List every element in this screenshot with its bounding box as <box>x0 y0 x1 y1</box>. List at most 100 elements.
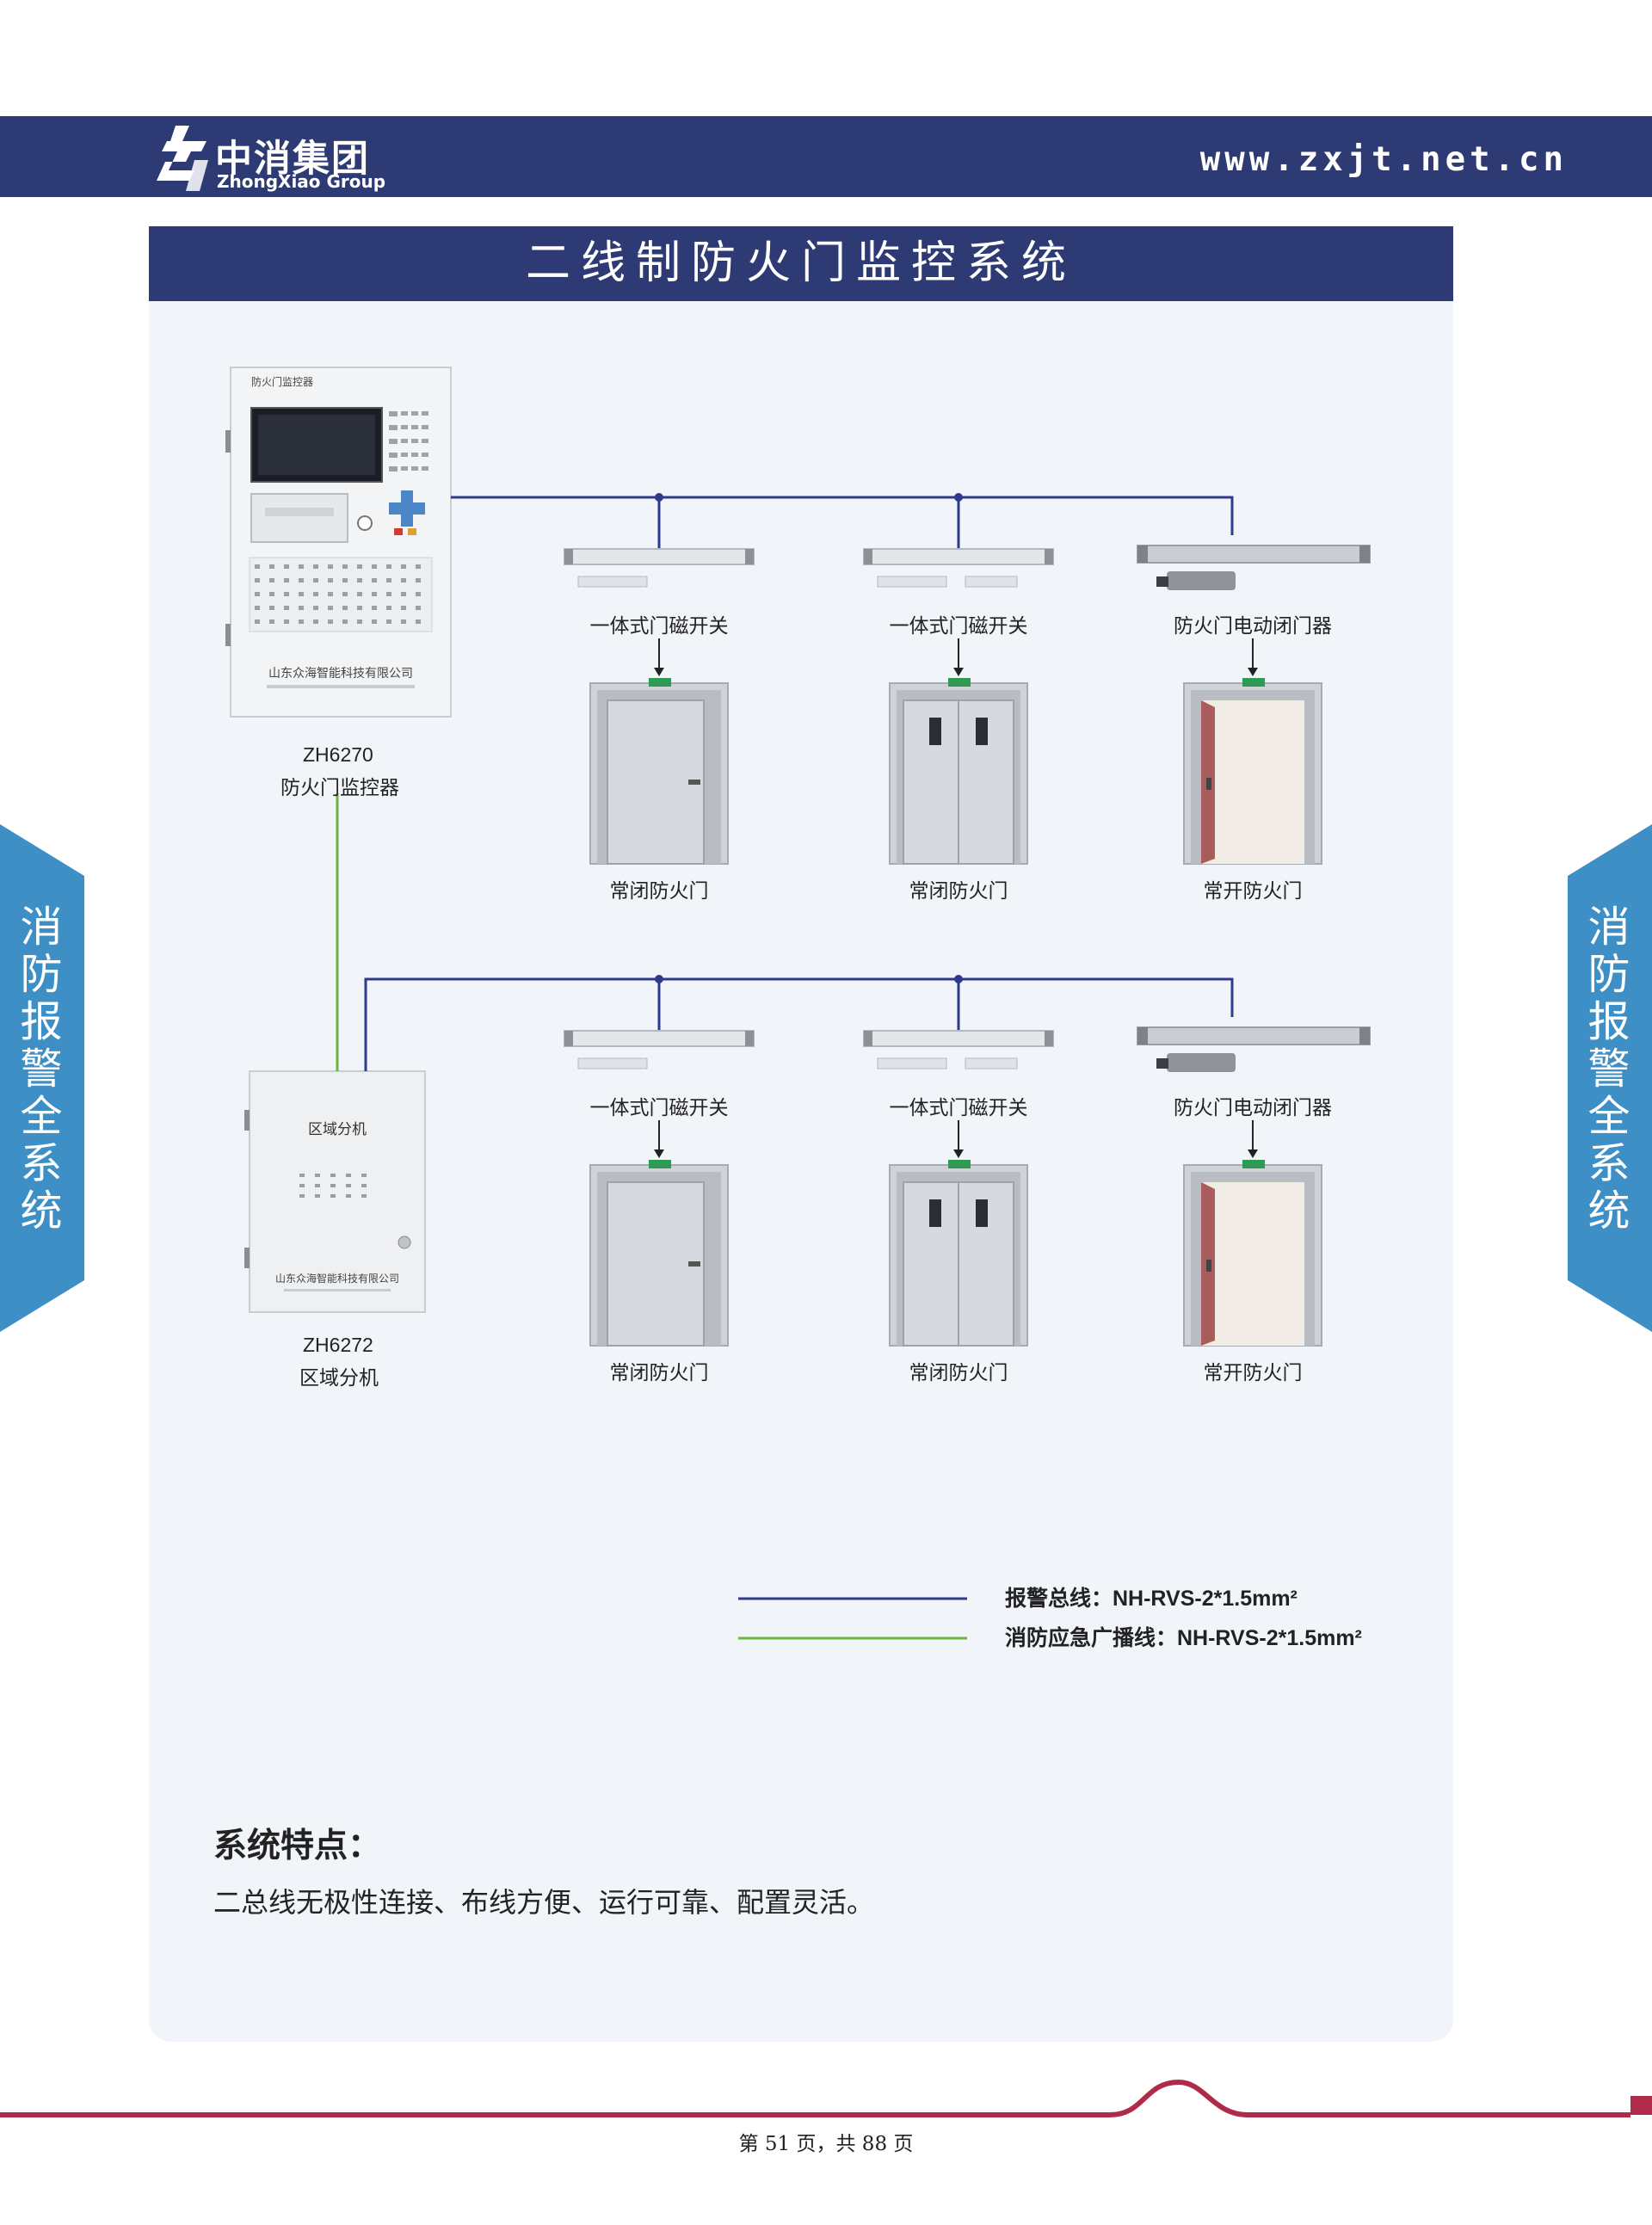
indicator-led <box>372 606 377 610</box>
device-label: 防火门电动闭门器 <box>1174 1096 1332 1119</box>
fire-door-single-closed <box>589 678 729 865</box>
fire-door-open <box>1183 1160 1322 1347</box>
indicator-led <box>372 592 377 596</box>
indicator-led <box>416 606 421 610</box>
indicator-led <box>284 578 289 582</box>
page-number: 第 51 页，共 88 页 <box>738 2133 914 2155</box>
indicator-led <box>386 592 391 596</box>
indicator-led <box>269 619 274 624</box>
controller-dpad <box>389 490 425 527</box>
features-heading: 系统特点： <box>213 1827 382 1865</box>
indicator-led <box>357 619 362 624</box>
door-closer-body <box>1167 571 1236 590</box>
sub-unit-name: 区域分机 <box>299 1366 379 1389</box>
door-label: 常闭防火门 <box>609 1361 709 1384</box>
indicator-led <box>328 564 333 569</box>
indicator-led <box>255 619 260 624</box>
indicator-led <box>401 564 406 569</box>
indicator-led <box>255 606 260 610</box>
exit-sign-icon <box>948 678 971 687</box>
indicator-led <box>299 606 304 610</box>
arrow-head <box>953 1149 964 1158</box>
indicator-led <box>284 564 289 569</box>
side-tab-right-text: 消防报警全系统 <box>1587 903 1630 1236</box>
indicator-led <box>299 592 304 596</box>
indicator-led <box>386 578 391 582</box>
indicator-led <box>342 578 348 582</box>
magnetic-switch-bar <box>863 548 1054 565</box>
indicator-led <box>299 619 304 624</box>
sub-unit-company: 山东众海智能科技有限公司 <box>275 1272 399 1285</box>
device-label: 一体式门磁开关 <box>889 614 1028 637</box>
side-tab-left <box>0 824 84 1332</box>
website-url[interactable]: www.zxjt.net.cn <box>1199 140 1568 179</box>
indicator-led <box>416 592 421 596</box>
device-label: 一体式门磁开关 <box>889 1096 1028 1119</box>
fire-door-double-closed <box>889 1160 1028 1347</box>
indicator-led <box>386 619 391 624</box>
sensor-block <box>965 1057 1018 1069</box>
device-group <box>564 548 755 865</box>
indicator-led <box>284 619 289 624</box>
indicator-led <box>416 564 421 569</box>
diagram-title: 二线制防火门监控系统 <box>525 237 1076 289</box>
exit-sign-icon <box>1242 678 1265 687</box>
sub-unit-lock <box>398 1236 411 1249</box>
sensor-block <box>877 576 947 588</box>
indicator-led <box>269 606 274 610</box>
indicator-led <box>299 578 304 582</box>
logo-icon <box>157 126 208 191</box>
indicator-led <box>342 592 348 596</box>
footer-wave <box>0 2079 1630 2117</box>
device-label: 防火门电动闭门器 <box>1174 614 1332 637</box>
indicator-led <box>328 619 333 624</box>
controller-printer <box>250 493 348 543</box>
logo-text: 中消集团 <box>215 138 370 181</box>
indicator-led <box>357 564 362 569</box>
device-group <box>1137 1026 1371 1347</box>
indicator-led <box>313 564 318 569</box>
indicator-led <box>386 564 391 569</box>
indicator-led <box>328 606 333 610</box>
fire-door-open <box>1183 678 1322 865</box>
controller-company: 山东众海智能科技有限公司 <box>268 666 413 680</box>
indicator-led <box>357 606 362 610</box>
indicator-led <box>416 619 421 624</box>
door-label: 常闭防火门 <box>609 879 709 902</box>
door-label: 常闭防火门 <box>909 1361 1008 1384</box>
device-group <box>564 1030 755 1347</box>
legend-alarm-bus: 报警总线：NH-RVS-2*1.5mm² <box>1005 1587 1298 1611</box>
exit-sign-icon <box>649 678 671 687</box>
magnetic-switch-bar <box>564 1030 755 1047</box>
controller-device: 防火门监控器 山东众海智能科技 <box>225 367 452 718</box>
features-text: 二总线无极性连接、布线方便、运行可靠、配置灵活。 <box>213 1886 875 1919</box>
indicator-led <box>357 578 362 582</box>
sensor-block <box>877 1057 947 1069</box>
device-label: 一体式门磁开关 <box>589 1096 729 1119</box>
indicator-led <box>313 606 318 610</box>
arrow-head <box>953 668 964 676</box>
exit-sign-icon <box>1242 1160 1265 1168</box>
door-label: 常闭防火门 <box>909 879 1008 902</box>
magnetic-switch-bar <box>564 548 755 565</box>
door-closer-rail <box>1137 545 1371 564</box>
indicator-led <box>416 578 421 582</box>
fire-door-double-closed <box>889 678 1028 865</box>
indicator-led <box>313 592 318 596</box>
arrow-head <box>1248 668 1258 676</box>
sub-unit-device: 区域分机 山东众海智能科技有限公司 <box>244 1070 426 1313</box>
arrow-head <box>654 1149 664 1158</box>
indicator-led <box>255 592 260 596</box>
sub-unit-panel-title: 区域分机 <box>308 1121 367 1137</box>
sub-unit-model: ZH6272 <box>303 1334 373 1356</box>
controller-model: ZH6270 <box>303 743 373 766</box>
controller-keypad <box>389 411 428 472</box>
indicator-led <box>401 592 406 596</box>
title-bar <box>149 226 1453 301</box>
alarm-bus-row-1 <box>451 496 1234 535</box>
header-bar <box>0 116 1652 197</box>
door-label: 常开防火门 <box>1203 879 1303 902</box>
indicator-led <box>357 592 362 596</box>
